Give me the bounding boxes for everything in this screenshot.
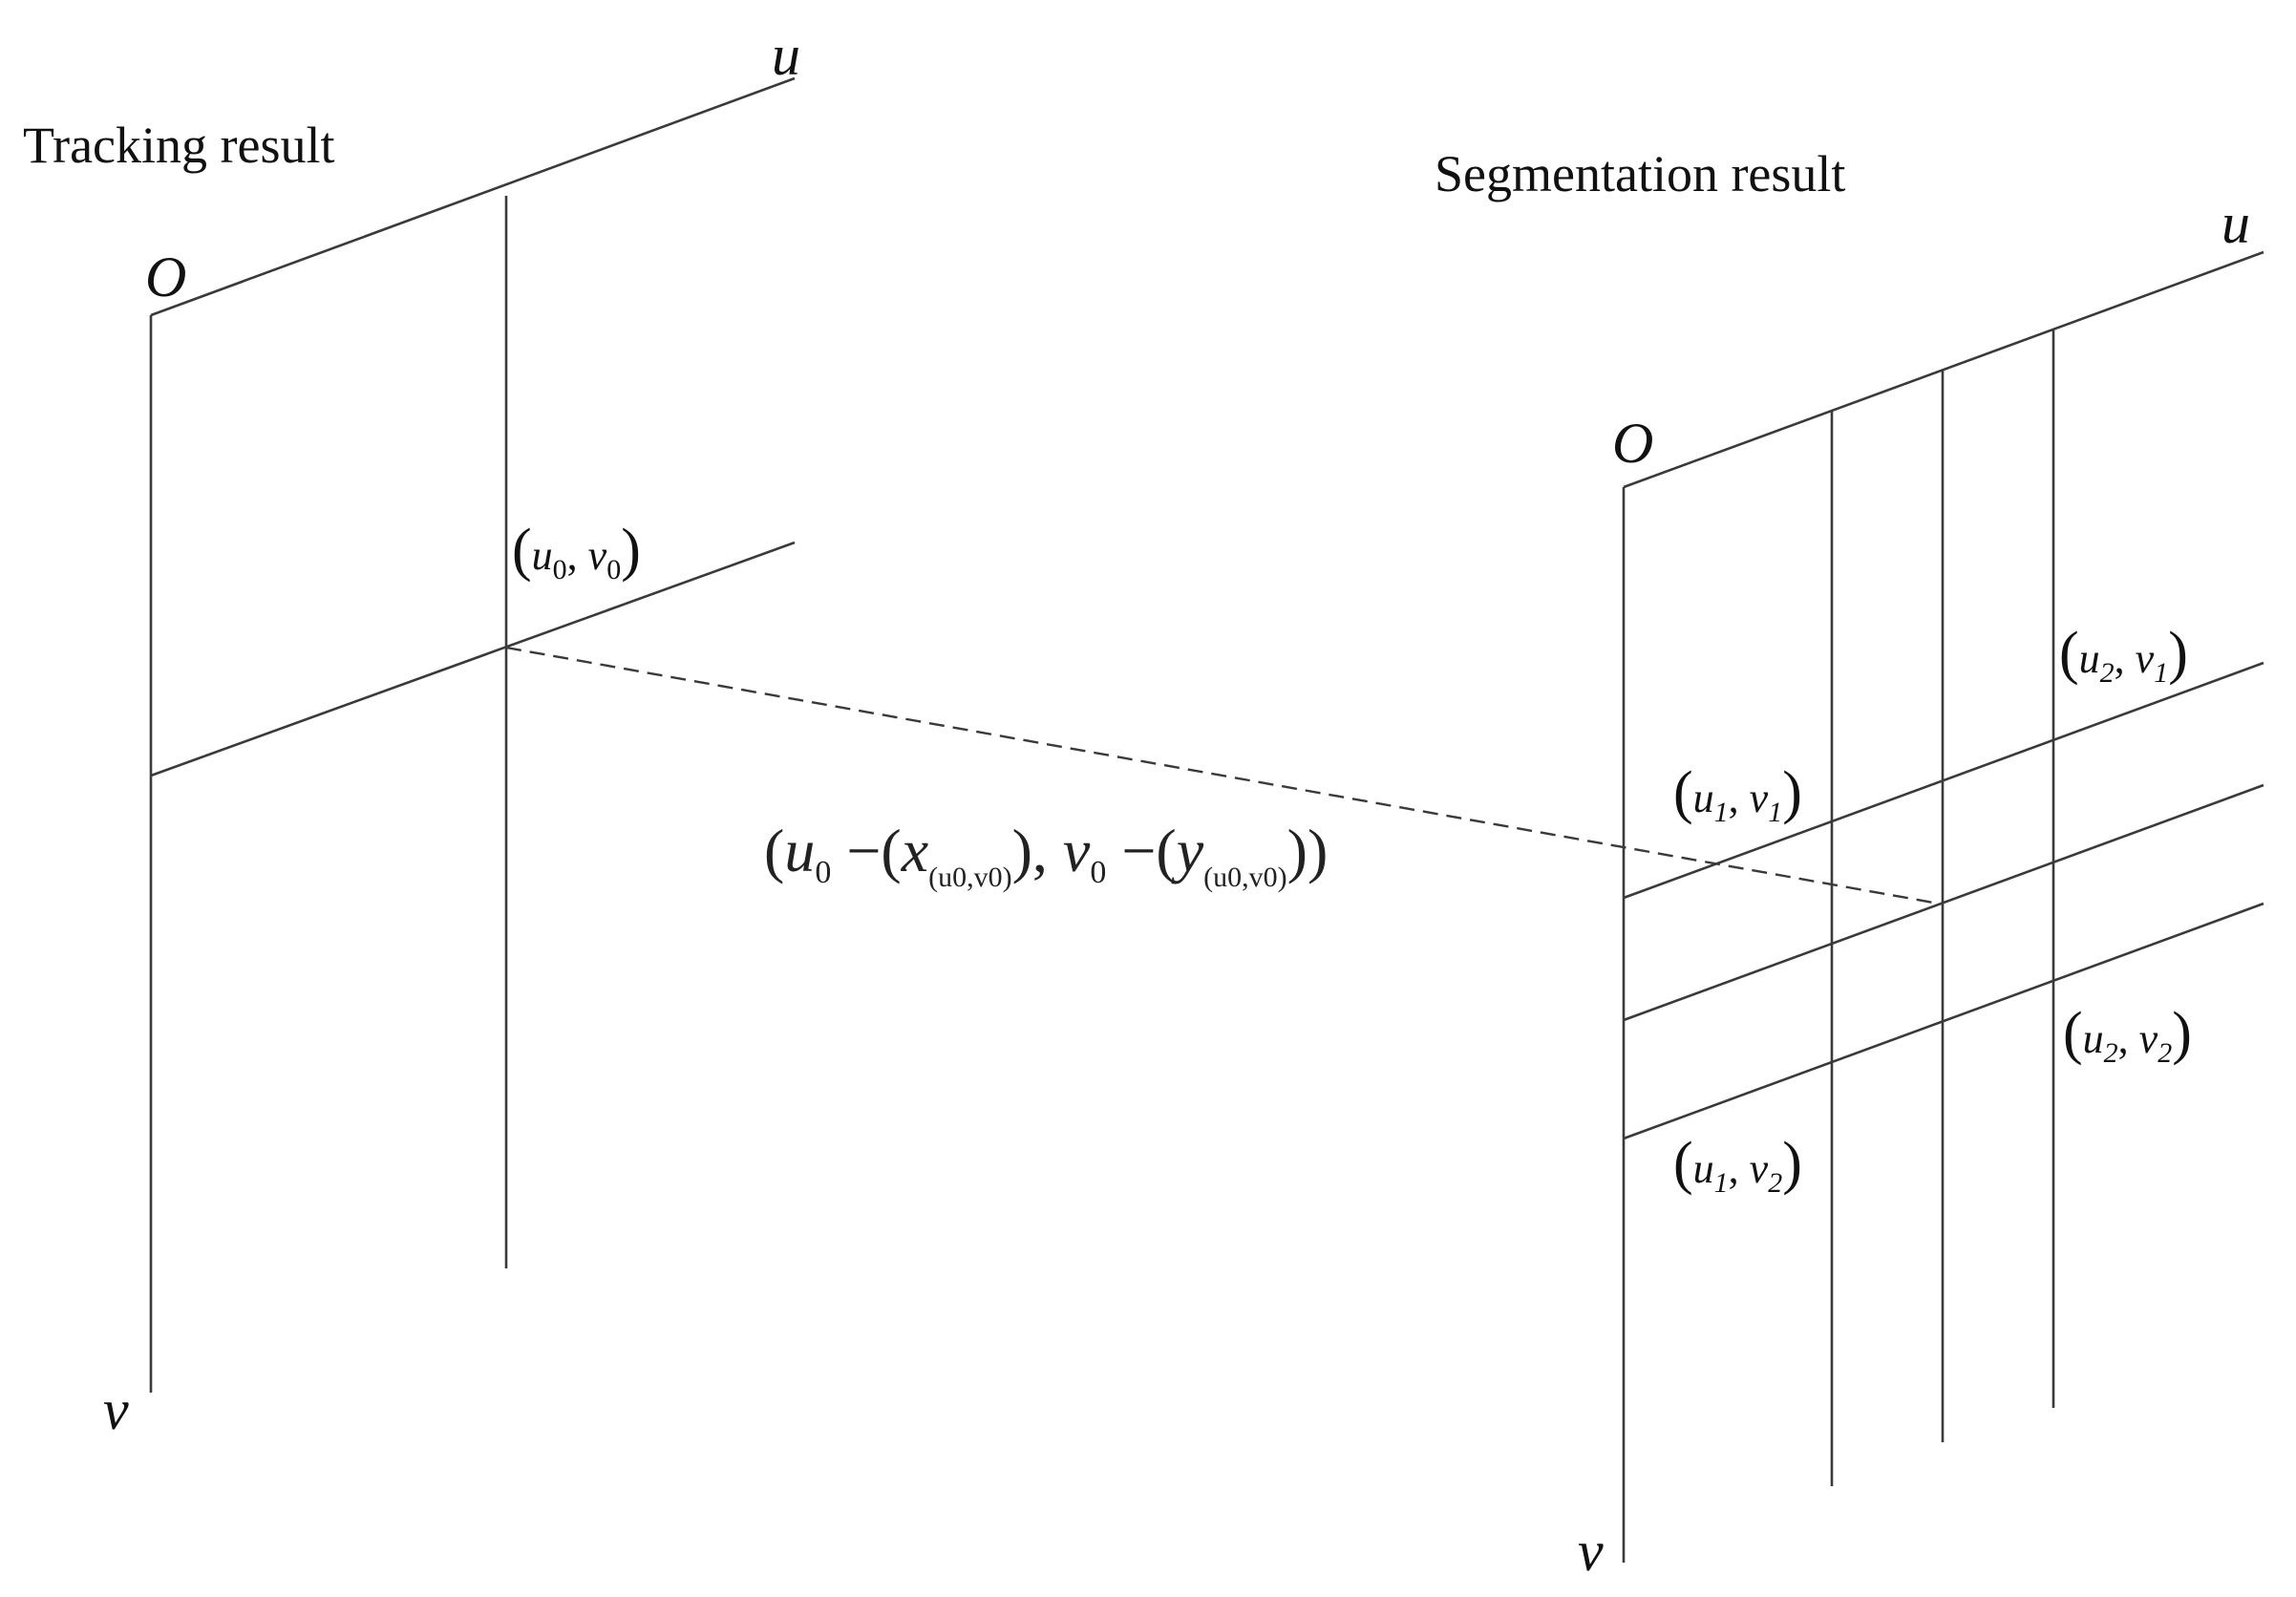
left-origin-label: O [145,245,186,309]
left-horizontal-line-v0 [150,541,796,777]
right-point-u2-v1: (u2, v1) [2059,621,2188,689]
mapping-dashed-line [505,646,1940,905]
right-origin-label: O [1612,412,1653,475]
left-u-axis-label: u [772,24,800,87]
right-point-u2-v2: (u2, v2) [2063,1001,2192,1069]
left-point-u0-v0: (u0, v0) [512,518,641,586]
left-v-axis-label: v [103,1378,129,1441]
right-horizontal-line-v0 [1623,783,2264,1022]
mapping-formula: (u0 −(x(u0,v0)), v0 −(y(u0,v0))) [764,817,1328,893]
left-panel-title: Tracking result [23,117,334,174]
right-point-u1-v1: (u1, v1) [1673,760,1802,828]
right-horizontal-line-v2 [1623,902,2264,1140]
right-v-axis-label: v [1578,1520,1604,1583]
right-u-axis-label: u [2222,192,2250,255]
right-panel-title: Segmentation result [1435,145,1845,202]
right-point-u1-v2: (u1, v2) [1673,1131,1802,1199]
right-horizontal-line-v1 [1623,661,2264,900]
left-u-axis [150,76,796,317]
